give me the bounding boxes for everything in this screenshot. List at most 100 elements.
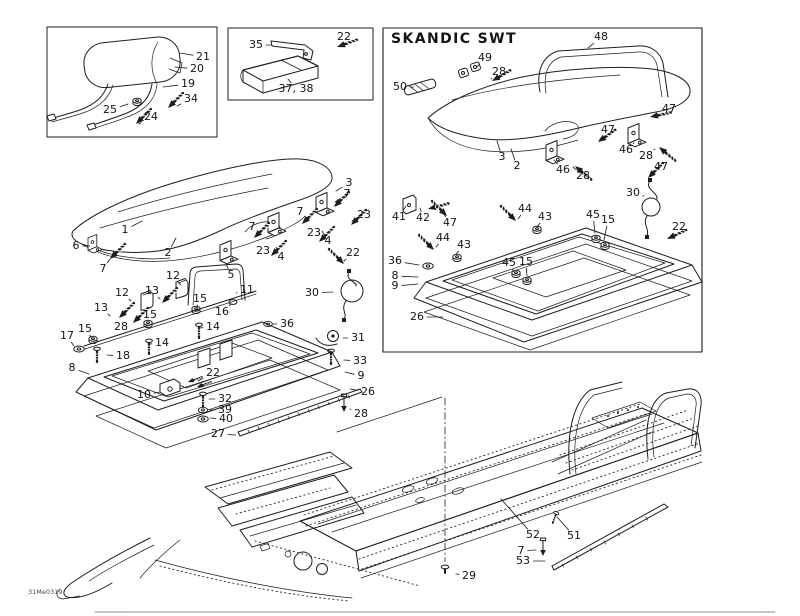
part-callout-4: 4 xyxy=(325,234,332,247)
cable-30 xyxy=(641,178,661,239)
part-callout-28: 28 xyxy=(354,407,368,420)
swt-small-parts xyxy=(402,61,689,244)
part-callout-30: 30 xyxy=(626,186,640,199)
leader-line xyxy=(340,42,343,47)
part-callout-7: 7 xyxy=(100,262,107,275)
part-callout-11: 11 xyxy=(240,283,254,296)
leader-line xyxy=(442,212,447,218)
part-callout-15: 15 xyxy=(601,213,615,226)
part-callout-13: 13 xyxy=(145,284,159,297)
part-callout-51: 51 xyxy=(567,529,581,542)
part-callout-8: 8 xyxy=(69,361,76,374)
leader-line xyxy=(419,207,422,213)
part-callout-20: 20 xyxy=(190,62,204,75)
leader-line xyxy=(599,135,603,140)
leader-line xyxy=(197,377,204,382)
leader-line xyxy=(225,263,229,270)
part-callout-45: 45 xyxy=(586,208,600,221)
part-callout-33: 33 xyxy=(353,354,367,367)
part-callout-46: 46 xyxy=(619,143,633,156)
leader-line xyxy=(517,214,522,220)
runner-53 xyxy=(551,503,669,571)
rear-rack xyxy=(551,381,702,475)
swt-grab-hoop xyxy=(538,45,669,98)
part-callout-25: 25 xyxy=(103,103,117,116)
part-callout-24: 24 xyxy=(144,110,158,123)
part-callout-43: 43 xyxy=(538,210,552,223)
latch-31 xyxy=(315,330,339,346)
leader-line xyxy=(119,103,129,108)
leader-line xyxy=(653,148,656,151)
leader-line xyxy=(287,78,292,84)
part-callout-15: 15 xyxy=(143,308,157,321)
leader-line xyxy=(335,186,343,192)
part-callout-31: 31 xyxy=(351,331,365,344)
part-callout-47: 47 xyxy=(654,160,668,173)
part-callout-48: 48 xyxy=(594,30,608,43)
backrest-legs xyxy=(46,83,158,131)
strip-50 xyxy=(403,78,437,96)
leader-line xyxy=(131,220,143,227)
leader-line xyxy=(343,258,347,262)
part-callout-7: 7 xyxy=(518,544,525,557)
leader-line xyxy=(496,140,501,152)
inset-cushion xyxy=(227,27,374,101)
leader-line xyxy=(536,222,541,228)
leader-line xyxy=(593,220,596,234)
leader-line xyxy=(401,275,419,278)
part-callout-14: 14 xyxy=(206,320,220,333)
part-callout-21: 21 xyxy=(196,50,210,63)
part-callout-50: 50 xyxy=(393,80,407,93)
cable-30 xyxy=(340,269,364,322)
nut-glyph xyxy=(132,97,142,106)
leader-line xyxy=(476,63,480,68)
part-callout-3: 3 xyxy=(499,150,506,163)
leader-line xyxy=(349,388,359,391)
front-assembly xyxy=(56,451,421,602)
leader-line xyxy=(176,103,182,107)
part-callout-9: 9 xyxy=(358,369,365,382)
skandic-swt-box: SKANDIC SWT xyxy=(382,27,703,353)
part-callout-42: 42 xyxy=(416,211,430,224)
leader-line xyxy=(670,232,674,237)
part-callout-15: 15 xyxy=(193,292,207,305)
part-callout-16: 16 xyxy=(215,305,229,318)
leader-line xyxy=(334,198,341,203)
part-callout-13: 13 xyxy=(94,301,108,314)
leader-line xyxy=(632,142,635,145)
part-callout-52: 52 xyxy=(526,528,540,541)
clip-49 xyxy=(457,61,481,79)
part-callout-34: 34 xyxy=(184,92,198,105)
part-callout-17: 17 xyxy=(60,329,74,342)
leader-line xyxy=(153,391,161,394)
part-callout-18: 18 xyxy=(116,349,130,362)
swt-tray-stack xyxy=(413,202,703,351)
part-callout-49: 49 xyxy=(478,51,492,64)
bolt-29 xyxy=(440,564,450,574)
leader-line xyxy=(321,291,334,293)
part-callout-30: 30 xyxy=(305,286,319,299)
part-callout-12: 12 xyxy=(115,286,129,299)
part-callout-8: 8 xyxy=(392,269,399,282)
leader-line xyxy=(556,516,569,531)
leader-line xyxy=(404,262,420,266)
leader-line xyxy=(170,237,177,248)
model-title: SKANDIC SWT xyxy=(391,31,517,47)
part-callout-26: 26 xyxy=(361,385,375,398)
swt-seat xyxy=(427,66,691,153)
part-callout-41: 41 xyxy=(392,210,406,223)
part-callout-32: 32 xyxy=(218,392,232,405)
main-seat xyxy=(71,158,333,262)
part-callout-22: 22 xyxy=(346,246,360,259)
leader-line xyxy=(178,281,182,286)
leader-line xyxy=(527,549,537,551)
part-callout-40: 40 xyxy=(219,412,233,425)
leader-line xyxy=(179,52,194,56)
leader-line xyxy=(401,283,419,286)
leader-line xyxy=(89,334,92,338)
part-callout-9: 9 xyxy=(392,279,399,292)
part-callout-2: 2 xyxy=(165,246,172,259)
part-callout-29: 29 xyxy=(462,569,476,582)
leader-line xyxy=(650,172,655,177)
